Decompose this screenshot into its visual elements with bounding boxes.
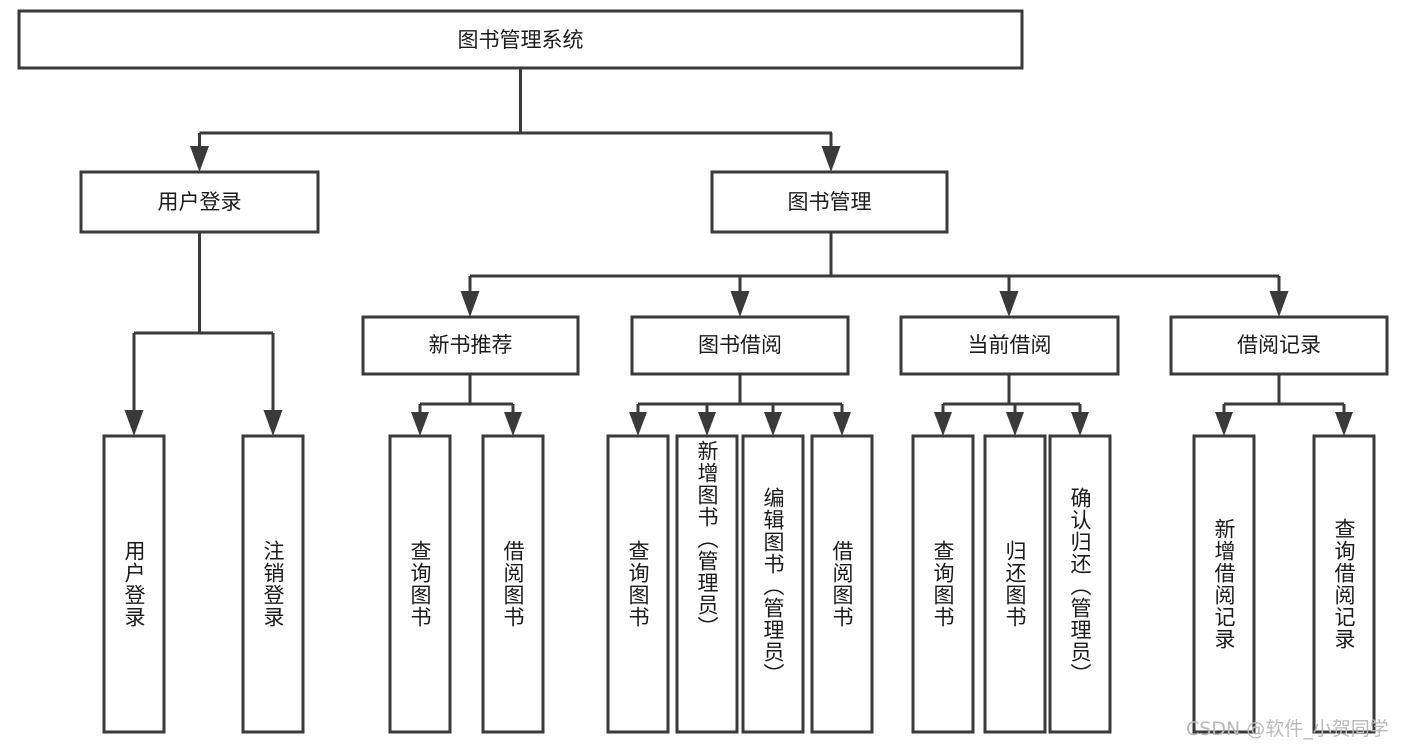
arrow-head-leaf-borrow-book-2 [833, 412, 851, 436]
arrow-head-book-manage [821, 146, 841, 172]
node-borrow-record[interactable]: 借阅记录 [1169, 315, 1389, 376]
arrow-head-leaf-query-book-3 [934, 412, 952, 436]
arrow-head-leaf-query-book-2 [629, 412, 647, 436]
arrow-head-current-borrow [999, 291, 1019, 317]
arrow-head-leaf-add-record [1215, 412, 1233, 436]
node-user-login[interactable]: 用户登录 [79, 170, 320, 234]
arrow-head-user-login [190, 146, 209, 172]
node-new-book-recommend[interactable]: 新书推荐 [361, 315, 580, 376]
node-user-login-box[interactable] [79, 170, 320, 234]
leaf-box-return-book[interactable] [983, 434, 1047, 734]
leaf-box-query-book-2[interactable] [606, 434, 670, 734]
node-root-label: 图书管理系统 [458, 28, 584, 52]
connector-group-borrow-record [1215, 374, 1353, 436]
connector-group-new-book-recommend [411, 374, 522, 436]
arrow-head-leaf-return-book [1006, 412, 1024, 436]
leaf-box-user-login[interactable] [102, 434, 166, 734]
node-current-borrow-label: 当前借阅 [968, 333, 1052, 357]
arrow-head-leaf-edit-book [764, 412, 782, 436]
node-new-book-recommend-label: 新书推荐 [429, 333, 513, 357]
node-book-manage[interactable]: 图书管理 [710, 170, 949, 234]
node-root-box[interactable] [17, 9, 1024, 70]
arrow-head-book-borrow [730, 291, 750, 317]
connector-group-book-manage [460, 232, 1289, 317]
arrow-head-leaf-query-book-1 [411, 412, 429, 436]
node-book-borrow-box[interactable] [630, 315, 850, 376]
node-book-borrow[interactable]: 图书借阅 [630, 315, 850, 376]
arrow-head-leaf-logout [263, 410, 283, 436]
leaf-box-add-book[interactable] [675, 434, 739, 734]
arrow-head-leaf-borrow-book-1 [504, 412, 522, 436]
leaf-box-add-record[interactable] [1192, 434, 1256, 734]
leaf-box-borrow-book-2[interactable] [810, 434, 874, 734]
arrow-head-borrow-record [1269, 291, 1289, 317]
arrow-head-new-book-recommend [460, 291, 480, 317]
connector-group-user-login [124, 232, 283, 436]
csdn-watermark: CSDN @软件_小贺同学 [1186, 718, 1389, 740]
arrow-head-leaf-add-book [698, 412, 716, 436]
leaf-box-query-record[interactable] [1312, 434, 1376, 734]
node-user-login-label: 用户登录 [158, 190, 242, 214]
leaf-boxes [102, 434, 1376, 734]
leaf-box-edit-book[interactable] [741, 434, 805, 734]
node-current-borrow-box[interactable] [899, 315, 1120, 376]
arrow-head-leaf-confirm-return [1071, 412, 1089, 436]
node-current-borrow[interactable]: 当前借阅 [899, 315, 1120, 376]
node-root[interactable]: 图书管理系统 [17, 9, 1024, 70]
connector-group-current-borrow [934, 374, 1089, 436]
leaf-box-logout[interactable] [241, 434, 305, 734]
arrow-head-leaf-query-record [1335, 412, 1353, 436]
node-book-manage-box[interactable] [710, 170, 949, 234]
node-new-book-recommend-box[interactable] [361, 315, 580, 376]
leaf-box-confirm-return[interactable] [1048, 434, 1112, 734]
node-borrow-record-label: 借阅记录 [1237, 333, 1321, 357]
leaf-box-query-book-3[interactable] [911, 434, 975, 734]
connector-group-book-borrow [629, 374, 851, 436]
arrow-head-leaf-user-login [124, 410, 144, 436]
node-book-borrow-label: 图书借阅 [698, 333, 782, 357]
leaf-box-query-book-1[interactable] [388, 434, 452, 734]
node-book-manage-label: 图书管理 [788, 190, 872, 214]
connector-group-root [190, 68, 841, 172]
leaf-box-borrow-book-1[interactable] [481, 434, 545, 734]
node-borrow-record-box[interactable] [1169, 315, 1389, 376]
